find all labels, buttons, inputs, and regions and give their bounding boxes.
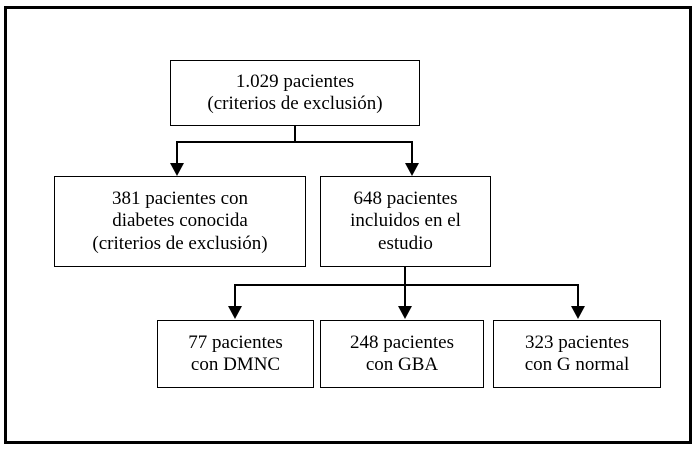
connector-total-to-included [411,141,413,165]
connector-included-stem [404,267,406,285]
node-included-patients-line-3: estudio [378,232,433,254]
arrowhead-to-dmnc-icon [228,306,242,319]
connector-included-to-g-normal [577,284,579,308]
node-total-patients-text: 1.029 pacientes (criterios de exclusión) [175,71,415,116]
node-g-normal: 323 pacientes con G normal [493,320,661,388]
node-included-patients-line-1: 648 pacientes [353,187,458,209]
connector-included-bar [234,284,578,286]
arrowhead-to-included-icon [405,163,419,176]
node-known-diabetes-line-1: 381 pacientes con [111,187,249,209]
node-gba-text: 248 pacientes con GBA [325,332,479,377]
node-gba-line-1: 248 pacientes [350,331,454,353]
connector-included-to-gba [404,284,406,308]
node-dmnc-line-1: 77 pacientes [188,331,283,353]
node-known-diabetes-line-2: diabetes conocida [112,210,248,232]
arrowhead-to-g-normal-icon [571,306,585,319]
node-total-patients-line-2: (criterios de exclusión) [207,93,383,114]
node-known-diabetes-line-3: (criterios de exclusión) [92,232,268,254]
connector-total-stem [294,126,296,143]
node-g-normal-text: 323 pacientes con G normal [498,332,656,377]
node-gba-line-2: con GBA [365,354,439,375]
node-known-diabetes-text: 381 pacientes con diabetes conocida (cri… [59,188,301,255]
node-dmnc: 77 pacientes con DMNC [157,320,314,388]
connector-included-to-dmnc [234,284,236,308]
node-dmnc-text: 77 pacientes con DMNC [162,332,309,377]
arrowhead-to-known-dm-icon [170,163,184,176]
connector-total-to-known-dm [176,141,178,165]
node-g-normal-line-2: con G normal [524,354,630,375]
arrowhead-to-gba-icon [398,306,412,319]
node-included-patients-line-2: incluidos en el [350,210,461,232]
node-g-normal-line-1: 323 pacientes [525,331,629,353]
node-dmnc-line-2: con DMNC [190,354,281,375]
node-gba: 248 pacientes con GBA [320,320,484,388]
node-included-patients: 648 pacientes incluidos en el estudio [320,176,491,267]
node-total-patients: 1.029 pacientes (criterios de exclusión) [170,60,420,126]
node-included-patients-text: 648 pacientes incluidos en el estudio [325,188,486,255]
connector-total-bar [176,141,412,143]
figure-border: 1.029 pacientes (criterios de exclusión)… [4,6,692,444]
node-total-patients-line-1: 1.029 pacientes [235,70,355,92]
node-known-diabetes: 381 pacientes con diabetes conocida (cri… [54,176,306,267]
